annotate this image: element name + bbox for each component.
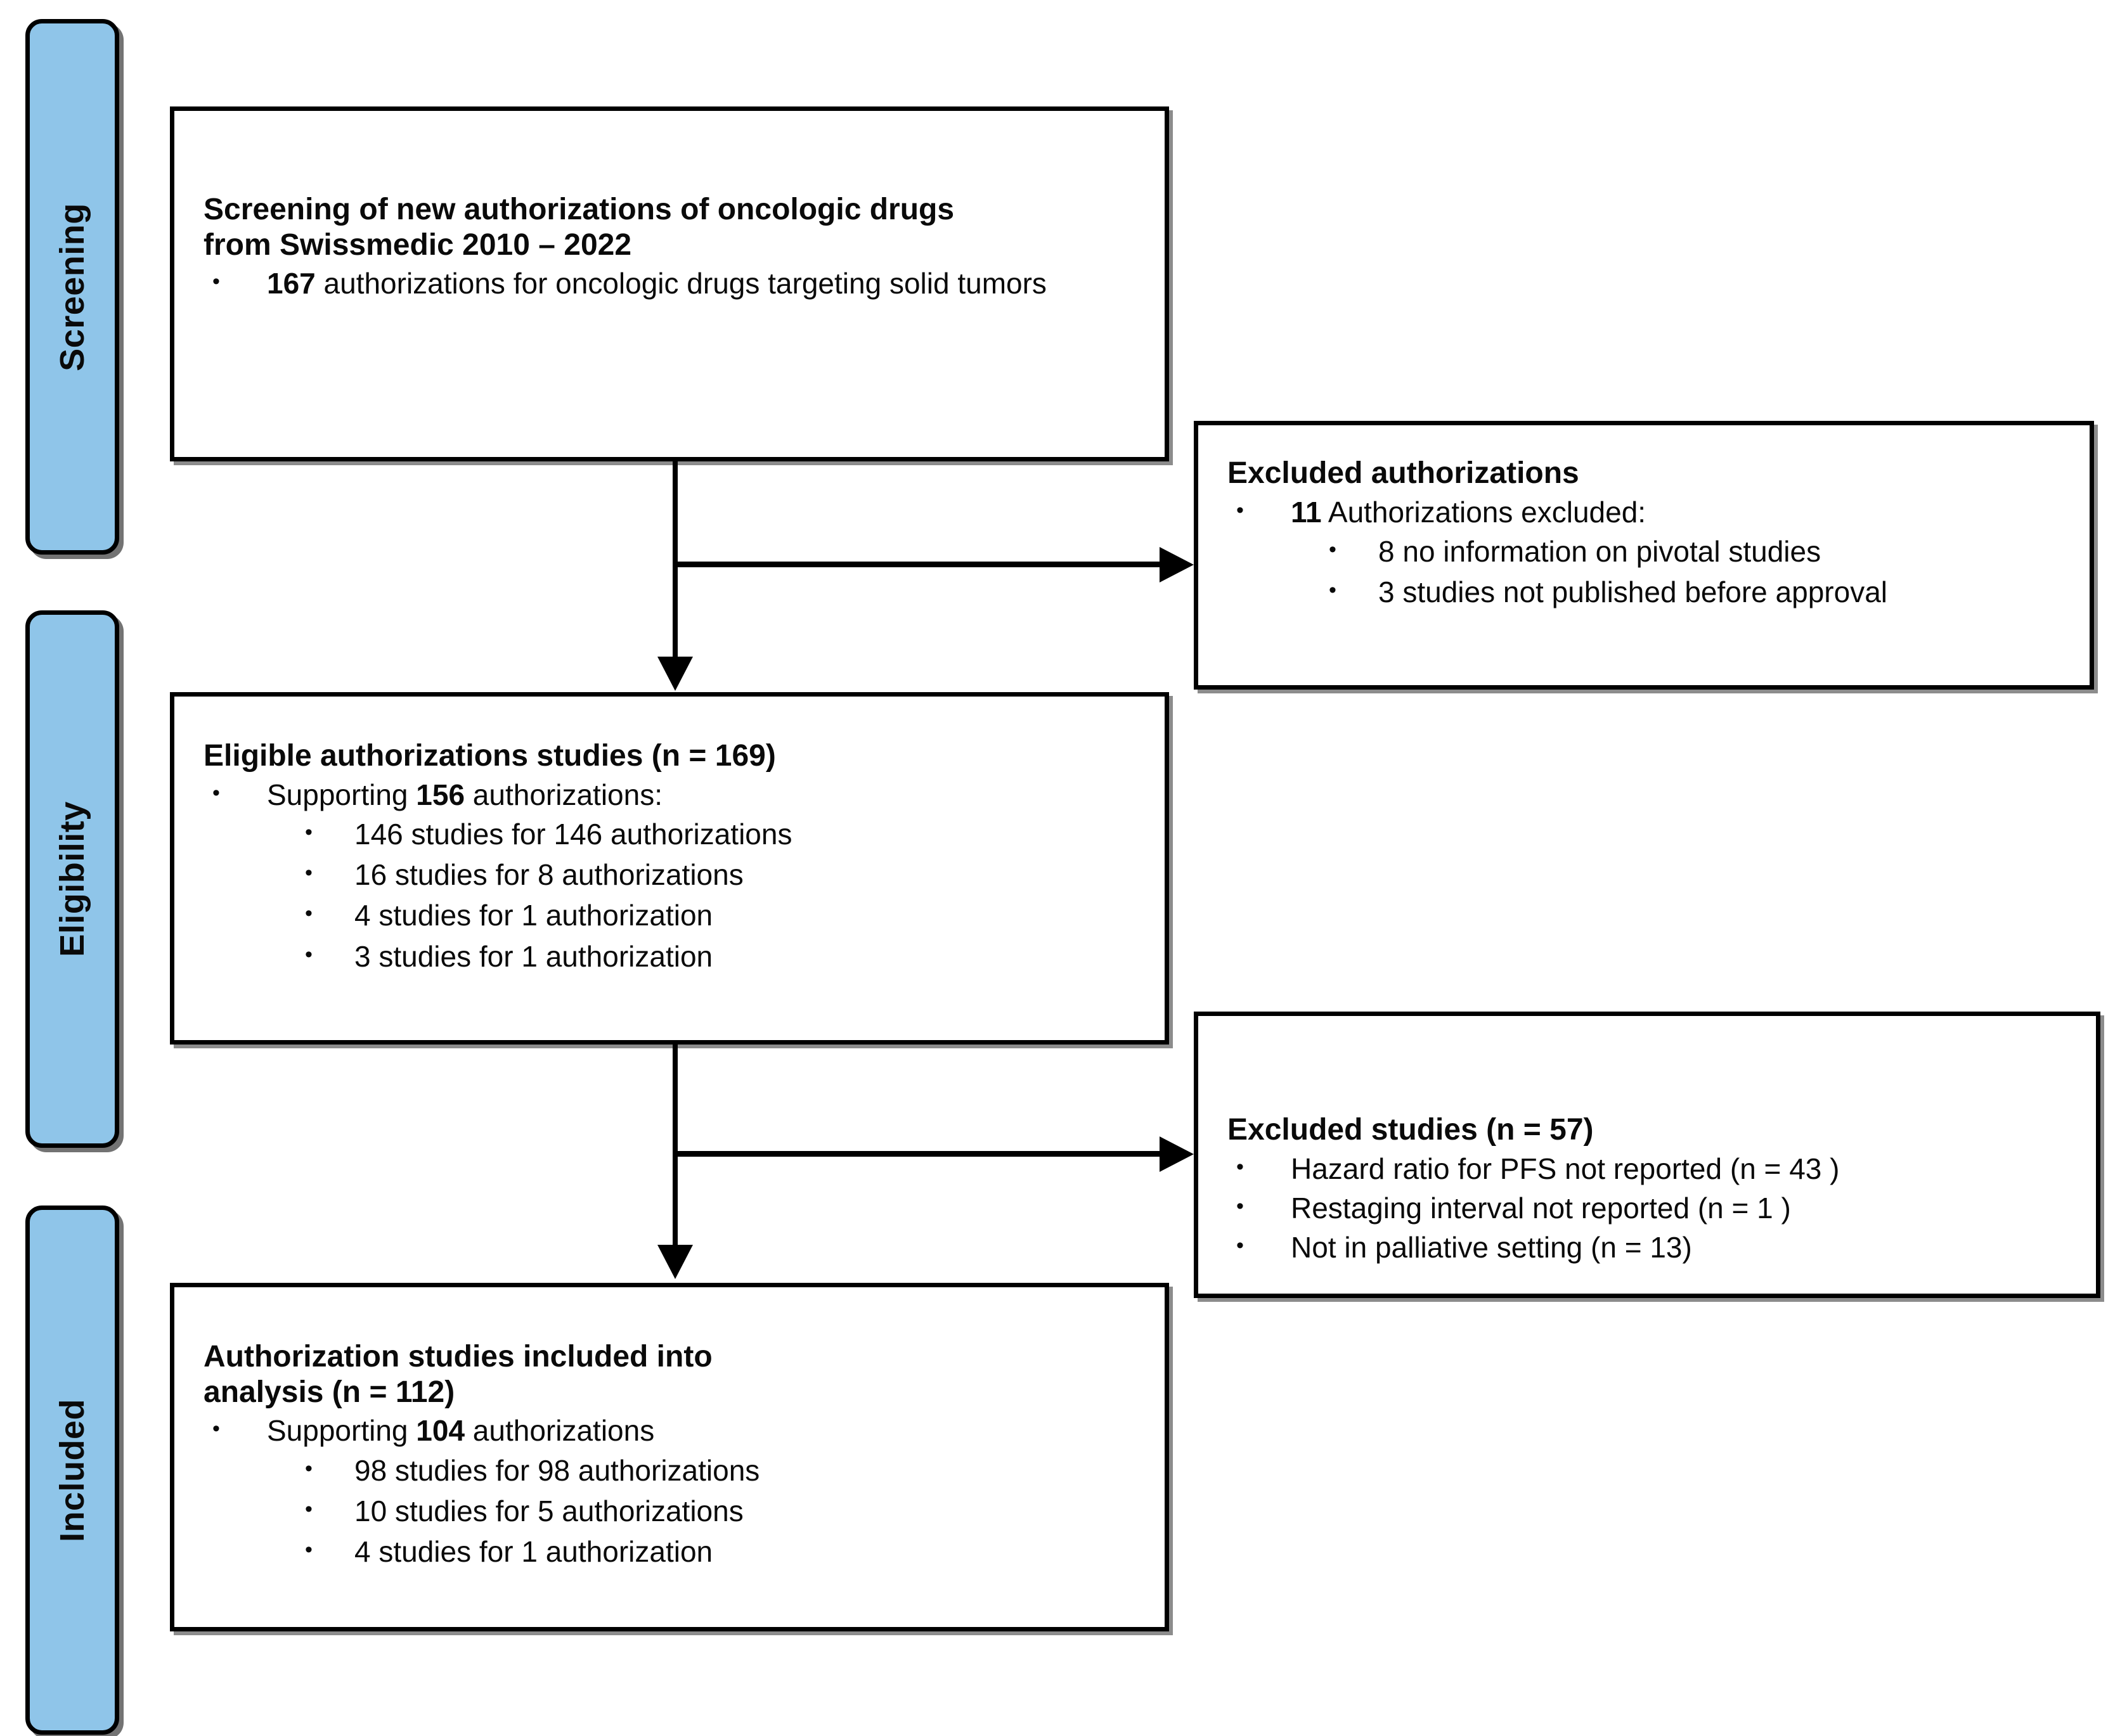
stage-label-eligibility-text: Eligibility xyxy=(53,801,91,957)
stage-label-eligibility: Eligibility xyxy=(25,610,119,1148)
list-item: Supporting 104 authorizations xyxy=(206,1412,1135,1448)
bullet-text: Authorizations excluded: xyxy=(1321,495,1646,529)
box-authorization-studies-included-subbullet-list: 98 studies for 98 authorizations 10 stud… xyxy=(300,1452,1135,1569)
list-item: Not in palliative setting (n = 13) xyxy=(1230,1229,2067,1264)
bullet-text: authorizations for oncologic drugs targe… xyxy=(315,267,1047,300)
box-excluded-studies-bullet-list: Hazard ratio for PFS not reported (n = 4… xyxy=(1230,1150,2067,1265)
list-item: 167 authorizations for oncologic drugs t… xyxy=(206,265,1135,300)
connector-screening-to-eligibility-arrowhead xyxy=(657,657,693,691)
list-item: 16 studies for 8 authorizations xyxy=(300,856,1135,892)
box-screening-title: Screening of new authorizations of oncol… xyxy=(204,193,955,262)
box-eligible-authorization-studies-content: Eligible authorizations studies (n = 169… xyxy=(174,738,1165,980)
stage-label-screening-text: Screening xyxy=(53,202,91,371)
list-item: 3 studies for 1 authorization xyxy=(300,938,1135,974)
connector-screening-to-excluded-line xyxy=(673,562,1160,567)
list-item: 11 Authorizations excluded: xyxy=(1230,494,2060,529)
box-excluded-studies-content: Excluded studies (n = 57) Hazard ratio f… xyxy=(1198,1112,2096,1270)
stage-label-included-text: Included xyxy=(53,1398,92,1542)
connector-eligibility-to-excluded-arrowhead xyxy=(1160,1136,1194,1172)
bullet-text-pre: Supporting xyxy=(267,1414,417,1448)
box-excluded-authorizations-title: Excluded authorizations xyxy=(1227,456,1579,490)
box-screening: Screening of new authorizations of oncol… xyxy=(170,106,1169,461)
connector-eligibility-to-included-line xyxy=(673,1045,678,1247)
list-item: Supporting 156 authorizations: xyxy=(206,776,1135,812)
box-authorization-studies-included: Authorization studies included into anal… xyxy=(170,1283,1169,1631)
box-excluded-authorizations-subbullet-list: 8 no information on pivotal studies 3 st… xyxy=(1324,533,2060,610)
box-eligible-authorization-studies-bullet-list: Supporting 156 authorizations: xyxy=(206,776,1135,812)
bullet-text: authorizations xyxy=(465,1414,655,1448)
list-item: 146 studies for 146 authorizations xyxy=(300,816,1135,851)
bullet-count: 11 xyxy=(1291,495,1322,529)
bullet-count: 156 xyxy=(416,778,465,811)
box-screening-bullet-list: 167 authorizations for oncologic drugs t… xyxy=(206,265,1135,300)
list-item: Hazard ratio for PFS not reported (n = 4… xyxy=(1230,1150,2067,1186)
box-excluded-studies: Excluded studies (n = 57) Hazard ratio f… xyxy=(1194,1012,2100,1298)
connector-screening-to-excluded-arrowhead xyxy=(1160,547,1194,582)
box-excluded-studies-title: Excluded studies (n = 57) xyxy=(1227,1113,1594,1147)
box-eligible-authorization-studies-subbullet-list: 146 studies for 146 authorizations 16 st… xyxy=(300,816,1135,974)
list-item: 98 studies for 98 authorizations xyxy=(300,1452,1135,1488)
connector-screening-to-eligibility-line xyxy=(673,461,678,659)
list-item: 10 studies for 5 authorizations xyxy=(300,1493,1135,1528)
bullet-text: authorizations: xyxy=(465,778,663,811)
box-screening-content: Screening of new authorizations of oncol… xyxy=(174,192,1165,306)
box-authorization-studies-included-bullet-list: Supporting 104 authorizations xyxy=(206,1412,1135,1448)
box-authorization-studies-included-content: Authorization studies included into anal… xyxy=(174,1339,1165,1575)
list-item: 4 studies for 1 authorization xyxy=(300,897,1135,932)
connector-eligibility-to-included-arrowhead xyxy=(657,1245,693,1279)
stage-label-included: Included xyxy=(25,1206,119,1735)
list-item: Restaging interval not reported (n = 1 ) xyxy=(1230,1190,2067,1225)
list-item: 3 studies not published before approval xyxy=(1324,574,2060,609)
stage-label-screening: Screening xyxy=(25,19,119,555)
box-excluded-authorizations-bullet-list: 11 Authorizations excluded: xyxy=(1230,494,2060,529)
box-excluded-authorizations-content: Excluded authorizations 11 Authorization… xyxy=(1198,456,2090,615)
box-authorization-studies-included-title: Authorization studies included into anal… xyxy=(204,1340,713,1409)
box-eligible-authorization-studies: Eligible authorizations studies (n = 169… xyxy=(170,692,1169,1045)
list-item: 8 no information on pivotal studies xyxy=(1324,533,2060,569)
list-item: 4 studies for 1 authorization xyxy=(300,1533,1135,1569)
connector-eligibility-to-excluded-line xyxy=(673,1151,1160,1157)
box-excluded-authorizations: Excluded authorizations 11 Authorization… xyxy=(1194,421,2094,690)
box-eligible-authorization-studies-title: Eligible authorizations studies (n = 169… xyxy=(204,739,776,773)
bullet-text-pre: Supporting xyxy=(267,778,417,811)
bullet-count: 104 xyxy=(416,1414,465,1448)
bullet-count: 167 xyxy=(267,267,316,300)
